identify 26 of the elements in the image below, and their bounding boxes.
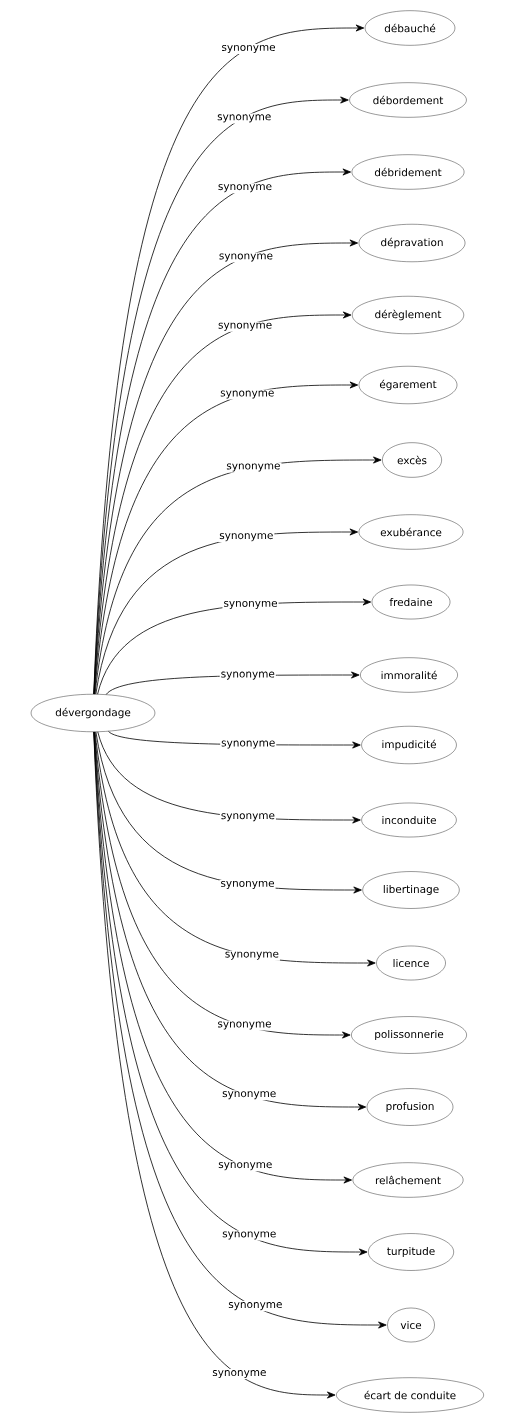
arrow xyxy=(93,239,359,695)
edge-label: synonyme xyxy=(221,1230,278,1241)
edge-label: synonyme xyxy=(211,1369,268,1380)
edge-label: synonyme xyxy=(217,321,274,332)
edge-label: synonyme xyxy=(217,252,274,263)
edge-label: synonyme xyxy=(217,1161,274,1172)
arrow xyxy=(93,731,387,1329)
edge-label: synonyme xyxy=(216,183,274,194)
arrow xyxy=(94,456,382,695)
arrow xyxy=(94,731,376,967)
edge-label: synonyme xyxy=(220,44,277,55)
edge-label: synonyme xyxy=(219,879,276,890)
edge-label: synonyme xyxy=(216,1020,273,1031)
arrow xyxy=(94,381,359,695)
edge-label: synonyme xyxy=(219,389,276,400)
edge-label: synonyme xyxy=(219,670,276,681)
edge-label: synonyme xyxy=(219,812,276,823)
edge-label: synonyme xyxy=(220,739,277,750)
edge-label: synonyme xyxy=(218,532,275,543)
edge-label: synonyme xyxy=(223,950,280,961)
edge-label: synonyme xyxy=(221,1090,278,1101)
edge-label: synonyme xyxy=(222,599,279,610)
edge-label: synonyme xyxy=(227,1301,284,1312)
edge-label: synonyme xyxy=(216,113,273,124)
arrow xyxy=(93,731,336,1399)
edge-label: synonyme xyxy=(225,462,282,473)
